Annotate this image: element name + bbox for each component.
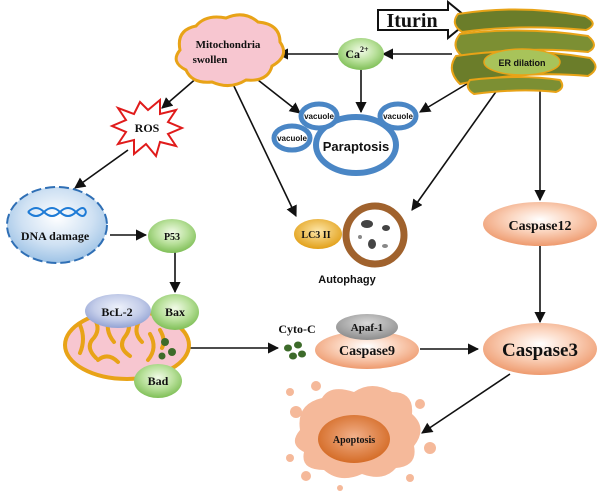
arrows <box>74 48 546 434</box>
arrow-mito-to-lc3 <box>231 81 297 218</box>
apaf1-label: Apaf-1 <box>351 322 383 334</box>
bcl2-node: BcL-2 <box>85 294 151 328</box>
paraptosis-vacuole-main <box>313 114 399 176</box>
p53-label: P53 <box>164 232 180 243</box>
mitochondria-swollen-label-1: Mitochondria <box>196 39 261 51</box>
caspase3-label: Caspase3 <box>502 340 578 361</box>
dna-damage-label: DNA damage <box>21 229 90 243</box>
arrow-er-to-autophagy <box>411 85 501 211</box>
iturin-label: Iturin <box>386 10 437 32</box>
arrow-caspase3-to-apoptosis <box>421 373 511 434</box>
cyto-c-label: Cyto-C <box>278 322 315 336</box>
paraptosis-label: Paraptosis <box>323 139 389 154</box>
lc3-label: LC3 II <box>301 230 330 241</box>
ros-label: ROS <box>135 121 160 135</box>
caspase9-node: Caspase9 <box>315 331 419 369</box>
svg-text:Ca2+: Ca2+ <box>345 45 369 61</box>
arrow-mito-to-paraptosis <box>257 79 301 114</box>
caspase12-node: Caspase12 <box>483 202 597 246</box>
vacuole-label-1: vacuole <box>304 112 334 121</box>
er-dilation-node: ER dilation <box>450 8 597 96</box>
arrow-ros-to-dna <box>74 149 129 189</box>
bax-label: Bax <box>165 305 185 319</box>
er-dilation-label: ER dilation <box>499 58 546 68</box>
caspase12-label: Caspase12 <box>508 219 571 234</box>
er-dilation-bubble <box>483 48 561 76</box>
ros-node: ROS <box>109 97 185 159</box>
vacuole-label-2: vacuole <box>277 134 307 143</box>
vacuole-right <box>377 101 419 131</box>
vacuole-left-lower <box>271 123 313 153</box>
autophagosome <box>342 202 408 268</box>
bax-node: Bax <box>151 294 199 330</box>
p53-node: P53 <box>148 219 196 253</box>
paraptosis-node: vacuole vacuole vacuole Paraptosis <box>271 101 419 176</box>
mitochondria-swollen-node: Mitochondria swollen <box>174 13 286 87</box>
calcium-label: Ca <box>345 47 360 61</box>
apoptosis-node: Apoptosis <box>286 381 436 491</box>
apoptosis-label: Apoptosis <box>333 435 375 446</box>
dna-damage-node: DNA damage <box>6 186 108 264</box>
bad-node: Bad <box>134 364 182 398</box>
apaf1-node: Apaf-1 <box>336 314 398 340</box>
autophagy-node: LC3 II Autophagy <box>294 202 408 286</box>
vacuole-left-upper <box>298 101 340 131</box>
vacuole-label-3: vacuole <box>383 112 413 121</box>
cyto-c-node: Cyto-C <box>278 322 316 360</box>
bcl2-label: BcL-2 <box>101 305 132 319</box>
calcium-superscript: 2+ <box>360 45 369 54</box>
mitochondrion-node <box>63 309 191 381</box>
caspase9-label: Caspase9 <box>339 344 395 359</box>
lc3-node <box>294 219 342 249</box>
mitochondria-swollen-label-2: swollen <box>193 54 228 66</box>
caspase3-node: Caspase3 <box>483 323 597 375</box>
calcium-node: Ca2+ <box>338 38 384 70</box>
arrow-er-to-vacuole <box>419 81 471 113</box>
bad-label: Bad <box>148 374 169 388</box>
autophagy-label: Autophagy <box>318 274 376 286</box>
